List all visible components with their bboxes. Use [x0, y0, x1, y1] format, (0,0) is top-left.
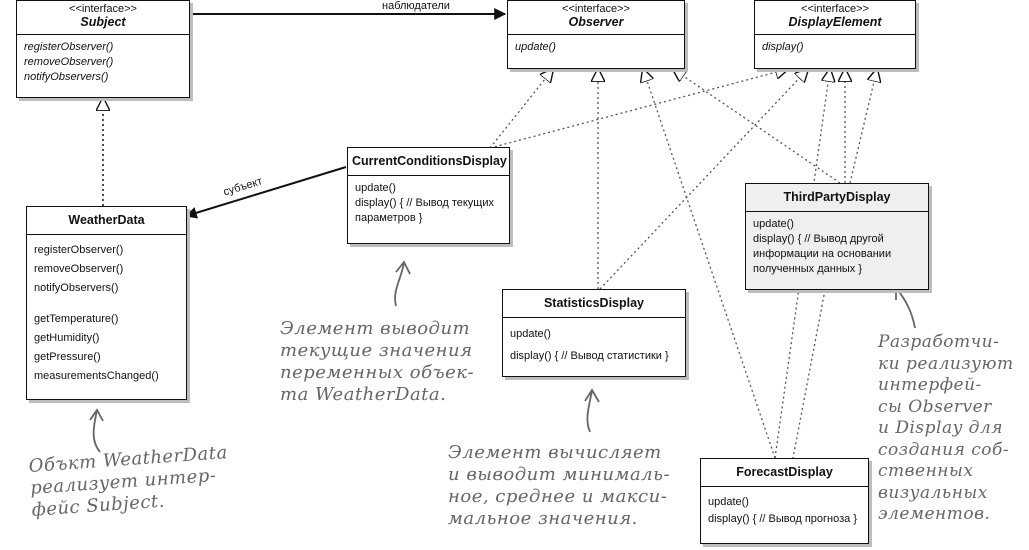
association-subject — [184, 166, 347, 219]
note-arrow-stats-head — [584, 388, 600, 403]
label-observers: наблюдатели — [382, 0, 450, 12]
note-weather-data: Объкт WeatherData реализует интер- фейс … — [28, 442, 229, 521]
class-current-conditions-name: CurrentConditionsDisplay — [352, 154, 507, 168]
class-forecast-methods: update() display() { // Вывод прогноза } — [701, 487, 868, 533]
class-forecast-header: ForecastDisplay — [701, 459, 868, 487]
method-gap — [34, 298, 179, 310]
note-third-party: Разработчи- ки реализуют интерфей- сы Ob… — [878, 332, 1014, 524]
class-statistics-header: StatisticsDisplay — [503, 290, 685, 318]
method: getTemperature() — [34, 313, 119, 325]
realization-thirdparty-observer — [673, 69, 841, 184]
dependency-thirdparty-forecast — [792, 289, 826, 459]
stereotype-label: <<interface>> — [801, 3, 869, 15]
realization-current-observer — [489, 69, 553, 149]
stereotype-label: <<interface>> — [562, 3, 630, 15]
note-arrow-stats — [586, 389, 593, 433]
method: полученных данных } — [753, 263, 863, 275]
class-current-conditions-header: CurrentConditionsDisplay — [348, 148, 509, 176]
method: update() — [355, 182, 396, 194]
method: информации на основании — [753, 248, 892, 260]
stereotype-label: <<interface>> — [69, 3, 137, 15]
note-statistics: Элемент вычисляет и выводит минималь- но… — [448, 442, 671, 529]
note-arrow-current — [394, 261, 405, 307]
class-current-conditions: CurrentConditionsDisplay update() displa… — [347, 147, 510, 244]
class-observer-name: Observer — [568, 15, 624, 29]
class-subject-name: Subject — [80, 15, 126, 29]
realization-forecast-observer — [643, 69, 776, 459]
method: display() { // Вывод статистики } — [510, 350, 669, 362]
class-current-conditions-methods: update() display() { // Вывод текущих па… — [348, 176, 509, 231]
class-third-party-name: ThirdPartyDisplay — [783, 190, 891, 204]
method: display() — [762, 41, 804, 53]
realization-current-display — [489, 69, 788, 149]
method: getHumidity() — [34, 332, 100, 344]
class-forecast-name: ForecastDisplay — [736, 465, 833, 479]
class-display-element: <<interface>> DisplayElement display() — [754, 0, 916, 69]
method: update() — [515, 41, 556, 53]
class-subject-header: <<interface>> Subject — [17, 1, 189, 35]
method: notifyObservers() — [34, 282, 119, 294]
method: registerObserver() — [34, 244, 124, 256]
class-observer: <<interface>> Observer update() — [507, 0, 685, 69]
class-weather-data-methods: registerObserver() removeObserver() noti… — [27, 235, 186, 391]
class-observer-methods: update() — [508, 35, 684, 60]
class-weather-data-header: WeatherData — [27, 207, 186, 235]
note-arrow-thirdparty — [895, 287, 916, 329]
method: notifyObservers() — [24, 71, 109, 83]
method: параметров } — [355, 212, 423, 224]
class-statistics: StatisticsDisplay update() display() { /… — [502, 289, 686, 377]
method: removeObserver() — [24, 56, 114, 68]
method: display() { // Вывод текущих — [355, 197, 494, 209]
class-weather-data: WeatherData registerObserver() removeObs… — [26, 206, 187, 400]
method: update() — [510, 328, 551, 340]
class-statistics-methods: update() display() { // Вывод статистики… — [503, 318, 685, 372]
class-statistics-name: StatisticsDisplay — [543, 296, 645, 310]
class-subject: <<interface>> Subject registerObserver()… — [16, 0, 190, 98]
method: measurementsChanged() — [34, 370, 159, 382]
class-third-party-methods: update() display() { // Вывод другой инф… — [746, 212, 928, 282]
method: display() { // Вывод другой — [753, 233, 884, 245]
class-weather-data-name: WeatherData — [68, 213, 145, 227]
note-arrow-current-head — [395, 260, 411, 275]
method: registerObserver() — [24, 41, 114, 53]
method: getPressure() — [34, 351, 101, 363]
note-arrow-weather-head — [89, 408, 104, 422]
class-subject-methods: registerObserver() removeObserver() noti… — [17, 35, 189, 90]
note-current-display: Элемент выводит текущие значения перемен… — [280, 318, 475, 405]
class-display-element-header: <<interface>> DisplayElement — [755, 1, 915, 35]
method: update() — [753, 218, 794, 230]
method: display() { // Вывод прогноза } — [708, 513, 857, 525]
class-observer-header: <<interface>> Observer — [508, 1, 684, 35]
method: update() — [708, 496, 749, 508]
realization-thirdparty-display-2 — [849, 69, 877, 184]
method: removeObserver() — [34, 263, 124, 275]
class-third-party-header: ThirdPartyDisplay — [746, 184, 928, 212]
note-arrow-weather — [92, 409, 101, 453]
realization-stats-display — [599, 69, 808, 290]
class-third-party: ThirdPartyDisplay update() display() { /… — [745, 183, 929, 290]
class-display-element-name: DisplayElement — [788, 15, 882, 29]
class-forecast: ForecastDisplay update() display() { // … — [700, 458, 869, 544]
class-display-element-methods: display() — [755, 35, 915, 60]
